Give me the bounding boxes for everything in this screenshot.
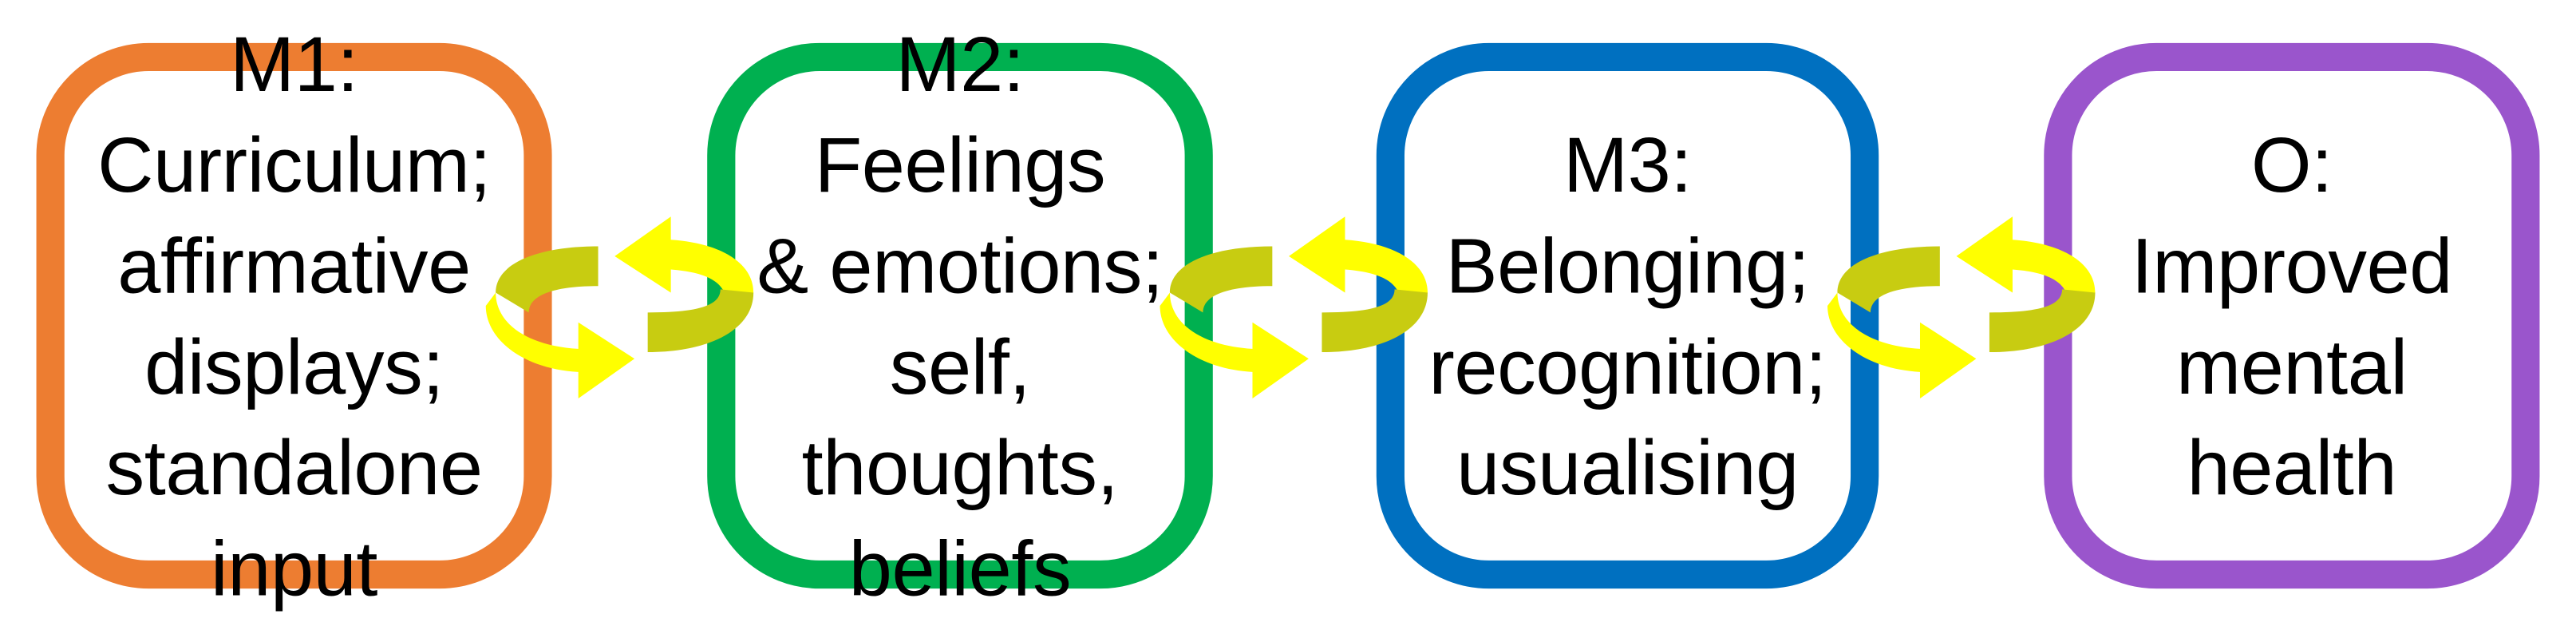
node-o-label: O: Improved mental health <box>2131 120 2453 511</box>
node-o[interactable]: O: Improved mental health <box>2044 42 2540 589</box>
node-m2-label: M2: Feelings & emotions; self, thoughts,… <box>757 19 1164 612</box>
node-m1[interactable]: M1: Curriculum; affirmative displays; st… <box>36 19 552 612</box>
node-m2[interactable]: M2: Feelings & emotions; self, thoughts,… <box>707 19 1213 612</box>
node-m3-label: M3: Belonging; recognition; usualising <box>1428 120 1827 511</box>
node-m3[interactable]: M3: Belonging; recognition; usualising <box>1376 42 1879 589</box>
node-m1-label: M1: Curriculum; affirmative displays; st… <box>97 19 492 612</box>
